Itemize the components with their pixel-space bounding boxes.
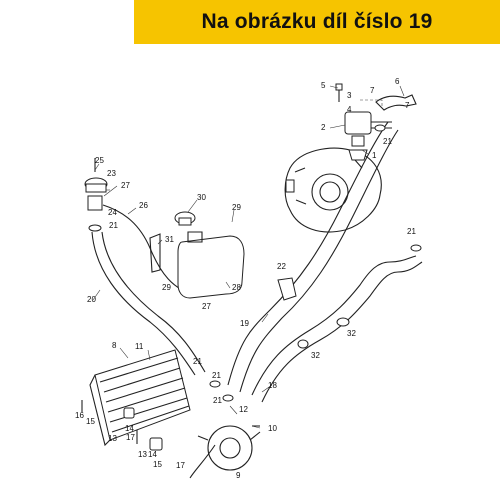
callout-13b: 13 — [138, 450, 147, 459]
hose-20 — [91, 231, 206, 376]
callout-4: 4 — [347, 105, 352, 114]
callout-2: 2 — [321, 123, 326, 132]
reservoir-tank-28 — [177, 231, 245, 299]
reference-line — [360, 99, 383, 108]
callout-14: 14 — [125, 424, 134, 433]
callout-7: 7 — [370, 86, 375, 95]
callout-18: 18 — [268, 381, 277, 390]
callout-27: 27 — [121, 181, 130, 190]
callout-23: 23 — [107, 169, 116, 178]
callout-7b: 7 — [405, 101, 410, 110]
callout-29: 29 — [232, 203, 241, 212]
callout-21a: 21 — [383, 137, 392, 146]
callout-10: 10 — [268, 424, 277, 433]
callout-9: 9 — [236, 471, 241, 480]
bolt-5 — [335, 83, 343, 102]
bracket-22 — [277, 277, 297, 301]
fan-9 — [197, 425, 261, 471]
thermostat-housing-2 — [344, 111, 392, 147]
callout-5: 5 — [321, 81, 326, 90]
reservoir-cap-30 — [174, 211, 196, 226]
callout-15: 15 — [86, 417, 95, 426]
callout-21e: 21 — [212, 371, 221, 380]
callout-14b: 14 — [148, 450, 157, 459]
callout-21c: 21 — [407, 227, 416, 236]
clamp-14 — [123, 407, 163, 451]
bracket-31 — [149, 233, 161, 273]
callout-28: 28 — [232, 283, 241, 292]
callout-8: 8 — [112, 341, 117, 350]
clamps — [88, 124, 422, 402]
callout-24: 24 — [108, 208, 117, 217]
thermostat-1 — [348, 149, 368, 161]
engine-cover — [284, 147, 382, 233]
callout-25: 25 — [95, 156, 104, 165]
part-number-banner: Na obrázku díl číslo 19 — [134, 0, 500, 44]
banner-title: Na obrázku díl číslo 19 — [201, 10, 433, 33]
hose-9 — [189, 444, 216, 479]
callout-13: 13 — [108, 434, 117, 443]
callout-6: 6 — [395, 77, 400, 86]
callout-29b: 29 — [162, 283, 171, 292]
callout-21d: 21 — [193, 357, 202, 366]
callout-15b: 15 — [153, 460, 162, 469]
hose-19 — [227, 121, 399, 393]
callout-22: 22 — [277, 262, 286, 271]
callout-27b: 27 — [202, 302, 211, 311]
callout-19: 19 — [240, 319, 249, 328]
callout-30: 30 — [197, 193, 206, 202]
callout-20: 20 — [87, 295, 96, 304]
callout-26: 26 — [139, 201, 148, 210]
filler-neck-24 — [87, 158, 103, 211]
callout-17b: 17 — [176, 461, 185, 470]
callout-21f: 21 — [213, 396, 222, 405]
radiator-cap-23 — [84, 177, 108, 193]
callout-21b: 21 — [109, 221, 118, 230]
callout-32: 32 — [347, 329, 356, 338]
callout-17: 17 — [126, 433, 135, 442]
leader-lines — [92, 85, 405, 429]
radiator-8 — [89, 349, 191, 447]
callout-3: 3 — [347, 91, 352, 100]
elbow-6 — [375, 94, 417, 111]
callout-31: 31 — [165, 235, 174, 244]
callout-12: 12 — [239, 405, 248, 414]
hose-18 — [251, 255, 423, 403]
callout-labels: 1 2 3 4 5 6 7 7 8 9 10 11 12 13 13 14 14… — [75, 77, 416, 480]
bolts-lower — [81, 400, 260, 444]
callout-32b: 32 — [311, 351, 320, 360]
callout-11: 11 — [135, 342, 144, 351]
callout-1: 1 — [372, 151, 377, 160]
callout-16: 16 — [75, 411, 84, 420]
